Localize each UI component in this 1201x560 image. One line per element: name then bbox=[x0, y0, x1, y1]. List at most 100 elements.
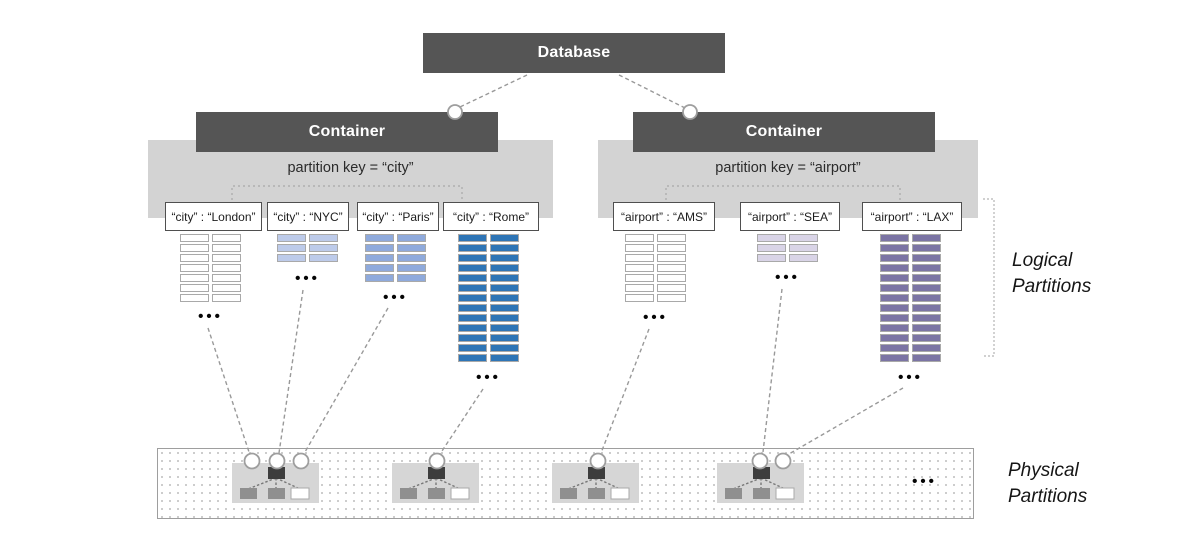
ellipsis-nyc: ••• bbox=[295, 270, 320, 287]
document-cell bbox=[490, 264, 519, 272]
physical-node-cluster bbox=[392, 463, 479, 503]
document-cell bbox=[789, 244, 818, 252]
document-cell bbox=[490, 314, 519, 322]
document-cell bbox=[912, 344, 941, 352]
document-cell bbox=[490, 234, 519, 242]
document-cell bbox=[490, 334, 519, 342]
document-cell bbox=[365, 274, 394, 282]
document-cell bbox=[625, 254, 654, 262]
physical-node-cluster bbox=[552, 463, 639, 503]
physical-node-cluster bbox=[232, 463, 319, 503]
physical-partitions-label: Physical Partitions bbox=[1008, 460, 1088, 507]
ellipsis-london: ••• bbox=[198, 308, 223, 325]
container-box-right: Container bbox=[633, 112, 935, 152]
document-cell bbox=[880, 284, 909, 292]
document-cell bbox=[397, 254, 426, 262]
document-cell bbox=[397, 244, 426, 252]
partition-label-city-nyc: “city” : “NYC” bbox=[267, 202, 349, 231]
document-cell bbox=[789, 234, 818, 242]
document-cell bbox=[880, 304, 909, 312]
document-cell bbox=[657, 294, 686, 302]
ellipsis-lax: ••• bbox=[898, 369, 923, 386]
db-to-right-container-connector bbox=[618, 74, 686, 109]
document-cell bbox=[212, 264, 241, 272]
document-cell bbox=[180, 244, 209, 252]
document-cell bbox=[880, 334, 909, 342]
document-cell bbox=[397, 274, 426, 282]
document-cell bbox=[397, 234, 426, 242]
replica-node-icon bbox=[400, 488, 417, 499]
document-cell bbox=[880, 254, 909, 262]
replica-node-icon bbox=[725, 488, 742, 499]
document-cell bbox=[212, 254, 241, 262]
document-cell bbox=[757, 254, 786, 262]
document-cell bbox=[490, 244, 519, 252]
document-cell bbox=[458, 314, 487, 322]
document-cell bbox=[458, 234, 487, 242]
document-cell bbox=[397, 264, 426, 272]
connector-rome-to-physical bbox=[439, 388, 484, 455]
document-cell bbox=[912, 244, 941, 252]
document-cell bbox=[912, 234, 941, 242]
document-cell bbox=[657, 284, 686, 292]
document-cell bbox=[212, 284, 241, 292]
connector-lax-to-physical bbox=[788, 387, 904, 455]
ellipsis-rome: ••• bbox=[476, 369, 501, 386]
document-cell bbox=[490, 284, 519, 292]
replica-tree-icon bbox=[560, 467, 630, 500]
document-cell bbox=[212, 294, 241, 302]
document-cell bbox=[180, 234, 209, 242]
document-cell bbox=[912, 354, 941, 362]
replica-node-icon bbox=[428, 488, 445, 499]
container-left-label: Container bbox=[308, 123, 386, 140]
document-cell bbox=[912, 314, 941, 322]
ellipsis-ams: ••• bbox=[643, 309, 668, 326]
document-cell bbox=[789, 254, 818, 262]
document-cell bbox=[458, 344, 487, 352]
document-cell bbox=[309, 244, 338, 252]
replica-tree-icon bbox=[725, 467, 795, 500]
partition-key-label-city: partition key = “city” bbox=[287, 160, 414, 176]
document-cell bbox=[180, 254, 209, 262]
document-cell bbox=[212, 274, 241, 282]
document-cell bbox=[309, 254, 338, 262]
replica-node-empty-icon bbox=[290, 487, 310, 500]
document-cell bbox=[212, 244, 241, 252]
replica-node-empty-icon bbox=[610, 487, 630, 500]
document-cell bbox=[880, 264, 909, 272]
ellipsis-sea: ••• bbox=[775, 269, 800, 286]
document-cell bbox=[365, 234, 394, 242]
physical-node-cluster bbox=[717, 463, 804, 503]
replica-node-empty-icon bbox=[450, 487, 470, 500]
document-cell bbox=[880, 314, 909, 322]
document-cell bbox=[880, 344, 909, 352]
replica-node-empty-icon bbox=[775, 487, 795, 500]
document-cell bbox=[458, 304, 487, 312]
document-cell bbox=[625, 294, 654, 302]
connector-sea-to-physical bbox=[762, 288, 783, 453]
ellipsis-physical: ••• bbox=[912, 473, 937, 490]
document-cell bbox=[912, 294, 941, 302]
document-cell bbox=[365, 264, 394, 272]
document-cell bbox=[277, 254, 306, 262]
replica-node-icon bbox=[268, 488, 285, 499]
document-cell bbox=[490, 304, 519, 312]
document-stack-sea bbox=[757, 234, 818, 262]
document-cell bbox=[880, 244, 909, 252]
document-cell bbox=[365, 254, 394, 262]
document-cell bbox=[490, 344, 519, 352]
container-right-label: Container bbox=[745, 123, 823, 140]
connector-paris-to-physical bbox=[304, 307, 389, 453]
document-stack-paris bbox=[365, 234, 426, 282]
replica-node-icon bbox=[560, 488, 577, 499]
document-cell bbox=[625, 284, 654, 292]
document-cell bbox=[880, 354, 909, 362]
connector-london-to-physical bbox=[207, 327, 251, 456]
document-cell bbox=[912, 254, 941, 262]
document-stack-rome bbox=[458, 234, 519, 362]
connector-nyc-to-physical bbox=[278, 289, 304, 454]
document-cell bbox=[458, 274, 487, 282]
leader-node-icon bbox=[588, 467, 605, 479]
document-cell bbox=[912, 334, 941, 342]
